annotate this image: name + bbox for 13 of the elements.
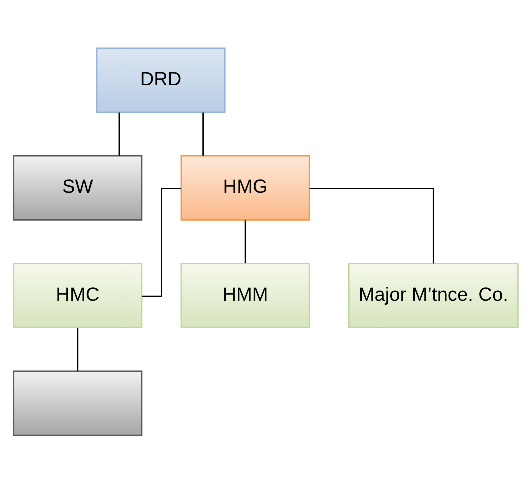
- node-box: HMM: [180, 262, 310, 328]
- node-box: SW: [13, 154, 143, 220]
- node-box: HMG: [180, 154, 310, 220]
- connector: [310, 188, 434, 264]
- connector: [202, 112, 204, 156]
- node-box: Major M’tnce. Co.: [348, 262, 519, 328]
- node-box: DRD: [96, 47, 226, 113]
- connector: [142, 188, 182, 297]
- connector: [244, 220, 246, 264]
- connector: [118, 112, 120, 156]
- node-box: HMC: [13, 262, 143, 328]
- connector: [77, 328, 79, 371]
- node-box: [13, 370, 143, 436]
